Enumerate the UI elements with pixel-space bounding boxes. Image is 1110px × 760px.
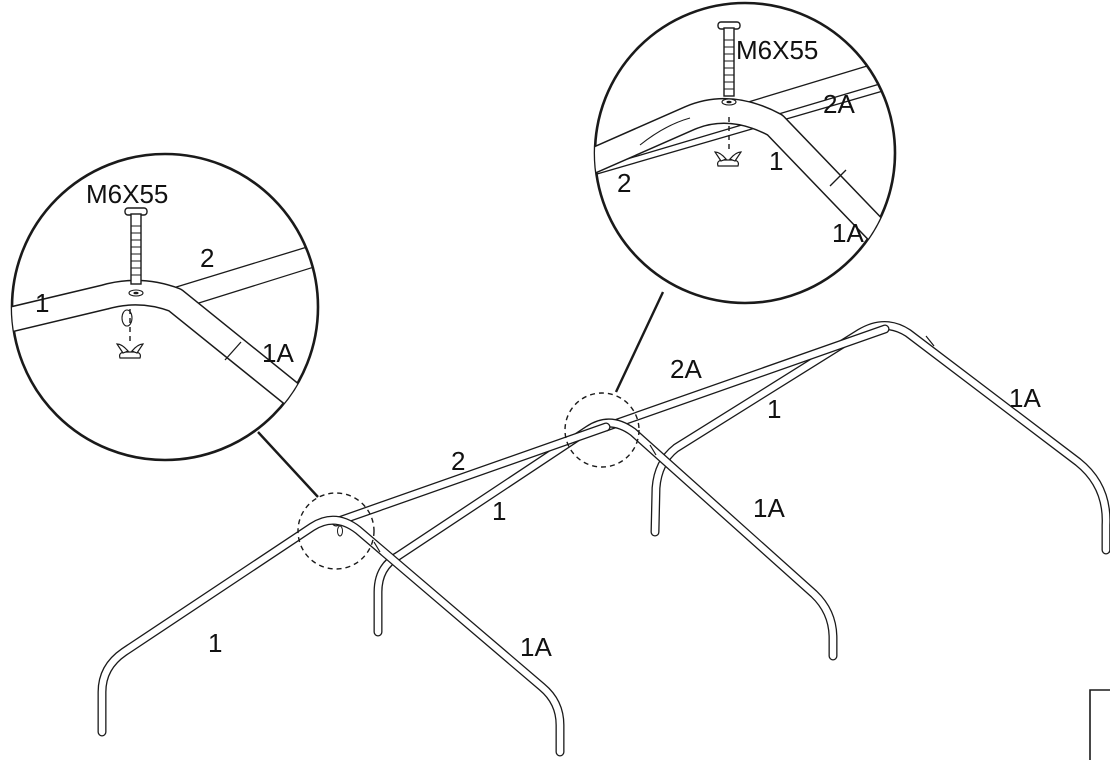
label-arch-rear-left: 1	[767, 394, 781, 424]
frame	[97, 321, 1110, 757]
label-detail-right-crossbar-2: 2	[617, 168, 631, 198]
label-detail-left-crossbar-2: 2	[200, 243, 214, 273]
partial-frame-box	[1089, 689, 1110, 760]
arch-front	[97, 515, 565, 757]
arch-middle	[373, 418, 838, 661]
label-bolt-left: M6X55	[86, 179, 168, 209]
label-detail-left-tube-1: 1	[35, 288, 49, 318]
crossbar-2A	[601, 324, 890, 432]
label-arch-middle-left: 1	[492, 496, 506, 526]
callout-circle-middle	[564, 392, 640, 468]
leader-line-right	[614, 291, 665, 393]
label-arch-rear-right: 1A	[1009, 383, 1041, 413]
label-arch-front-left: 1	[208, 628, 222, 658]
detail-circle-right	[593, 1, 897, 305]
label-detail-left-tube-1A: 1A	[262, 338, 294, 368]
label-connector-2: 2	[451, 446, 465, 476]
label-detail-right-tube-1: 1	[769, 146, 783, 176]
wing-nut-icon	[115, 343, 145, 359]
leader-line-left	[257, 431, 319, 498]
bolt-icon	[717, 21, 741, 97]
label-detail-right-tube-1A: 1A	[832, 218, 864, 248]
bolt-icon	[124, 207, 148, 285]
label-arch-front-right: 1A	[520, 632, 552, 662]
label-detail-right-crossbar-2A: 2A	[823, 89, 855, 119]
label-connector-2A: 2A	[670, 354, 702, 384]
callout-circle-front	[297, 492, 375, 570]
crossbar-2	[331, 422, 611, 527]
label-bolt-right: M6X55	[736, 35, 818, 65]
label-arch-middle-right: 1A	[753, 493, 785, 523]
detail-circle-left	[10, 152, 320, 462]
wing-nut-icon	[713, 151, 743, 167]
